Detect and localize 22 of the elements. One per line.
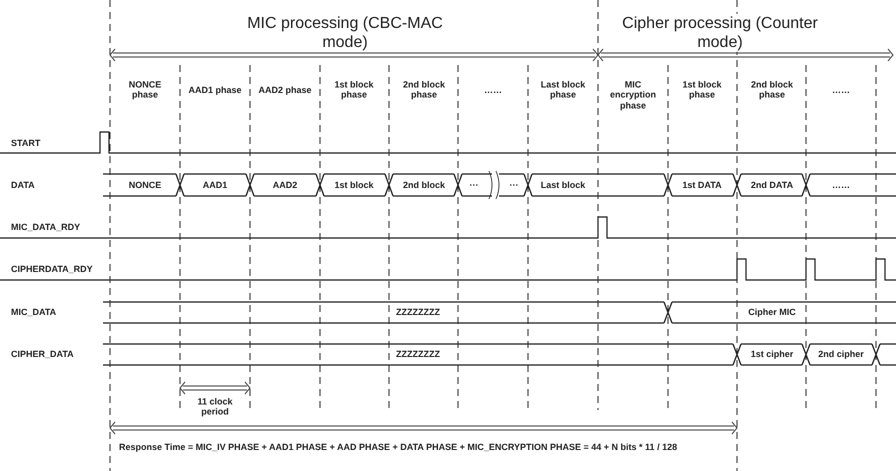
signal-name: MIC_DATA [10, 306, 58, 318]
signal-name: START [10, 138, 42, 148]
bus-value: NONCE [128, 180, 162, 190]
bus-value: 1st cipher [750, 348, 794, 360]
bus-value: ZZZZZZZZ [395, 306, 441, 318]
signal-name: DATA [10, 180, 36, 190]
bus-value: AAD1 [202, 180, 228, 190]
phase-label: AAD1 phase [187, 84, 242, 96]
bus-value: ZZZZZZZZ [395, 348, 441, 360]
bus-value: AAD2 [272, 180, 298, 190]
bus-value: Last block [540, 180, 586, 190]
phase-label: AAD2 phase [257, 84, 312, 96]
bus-value: 2nd cipher [817, 348, 865, 360]
signal-name: MIC_DATA_RDY [10, 222, 82, 232]
signal-name: CIPHER_DATA [10, 348, 75, 360]
bus-value: Cipher MIC [747, 306, 797, 318]
bus-value: 1st block [333, 180, 374, 190]
signal-name: CIPHERDATA_RDY [10, 264, 94, 274]
formula-note: Response Time = MIC_IV PHASE + AAD1 PHASE + AAD PHASE + DATA PHASE + MIC_ENCRYPTION PHASE = 44 + N bits * 11 / 128 [118, 442, 678, 452]
bus-value: 2nd DATA [750, 180, 794, 190]
bus-value: 2nd block [402, 180, 446, 190]
bus-value: 1st DATA [681, 180, 723, 190]
